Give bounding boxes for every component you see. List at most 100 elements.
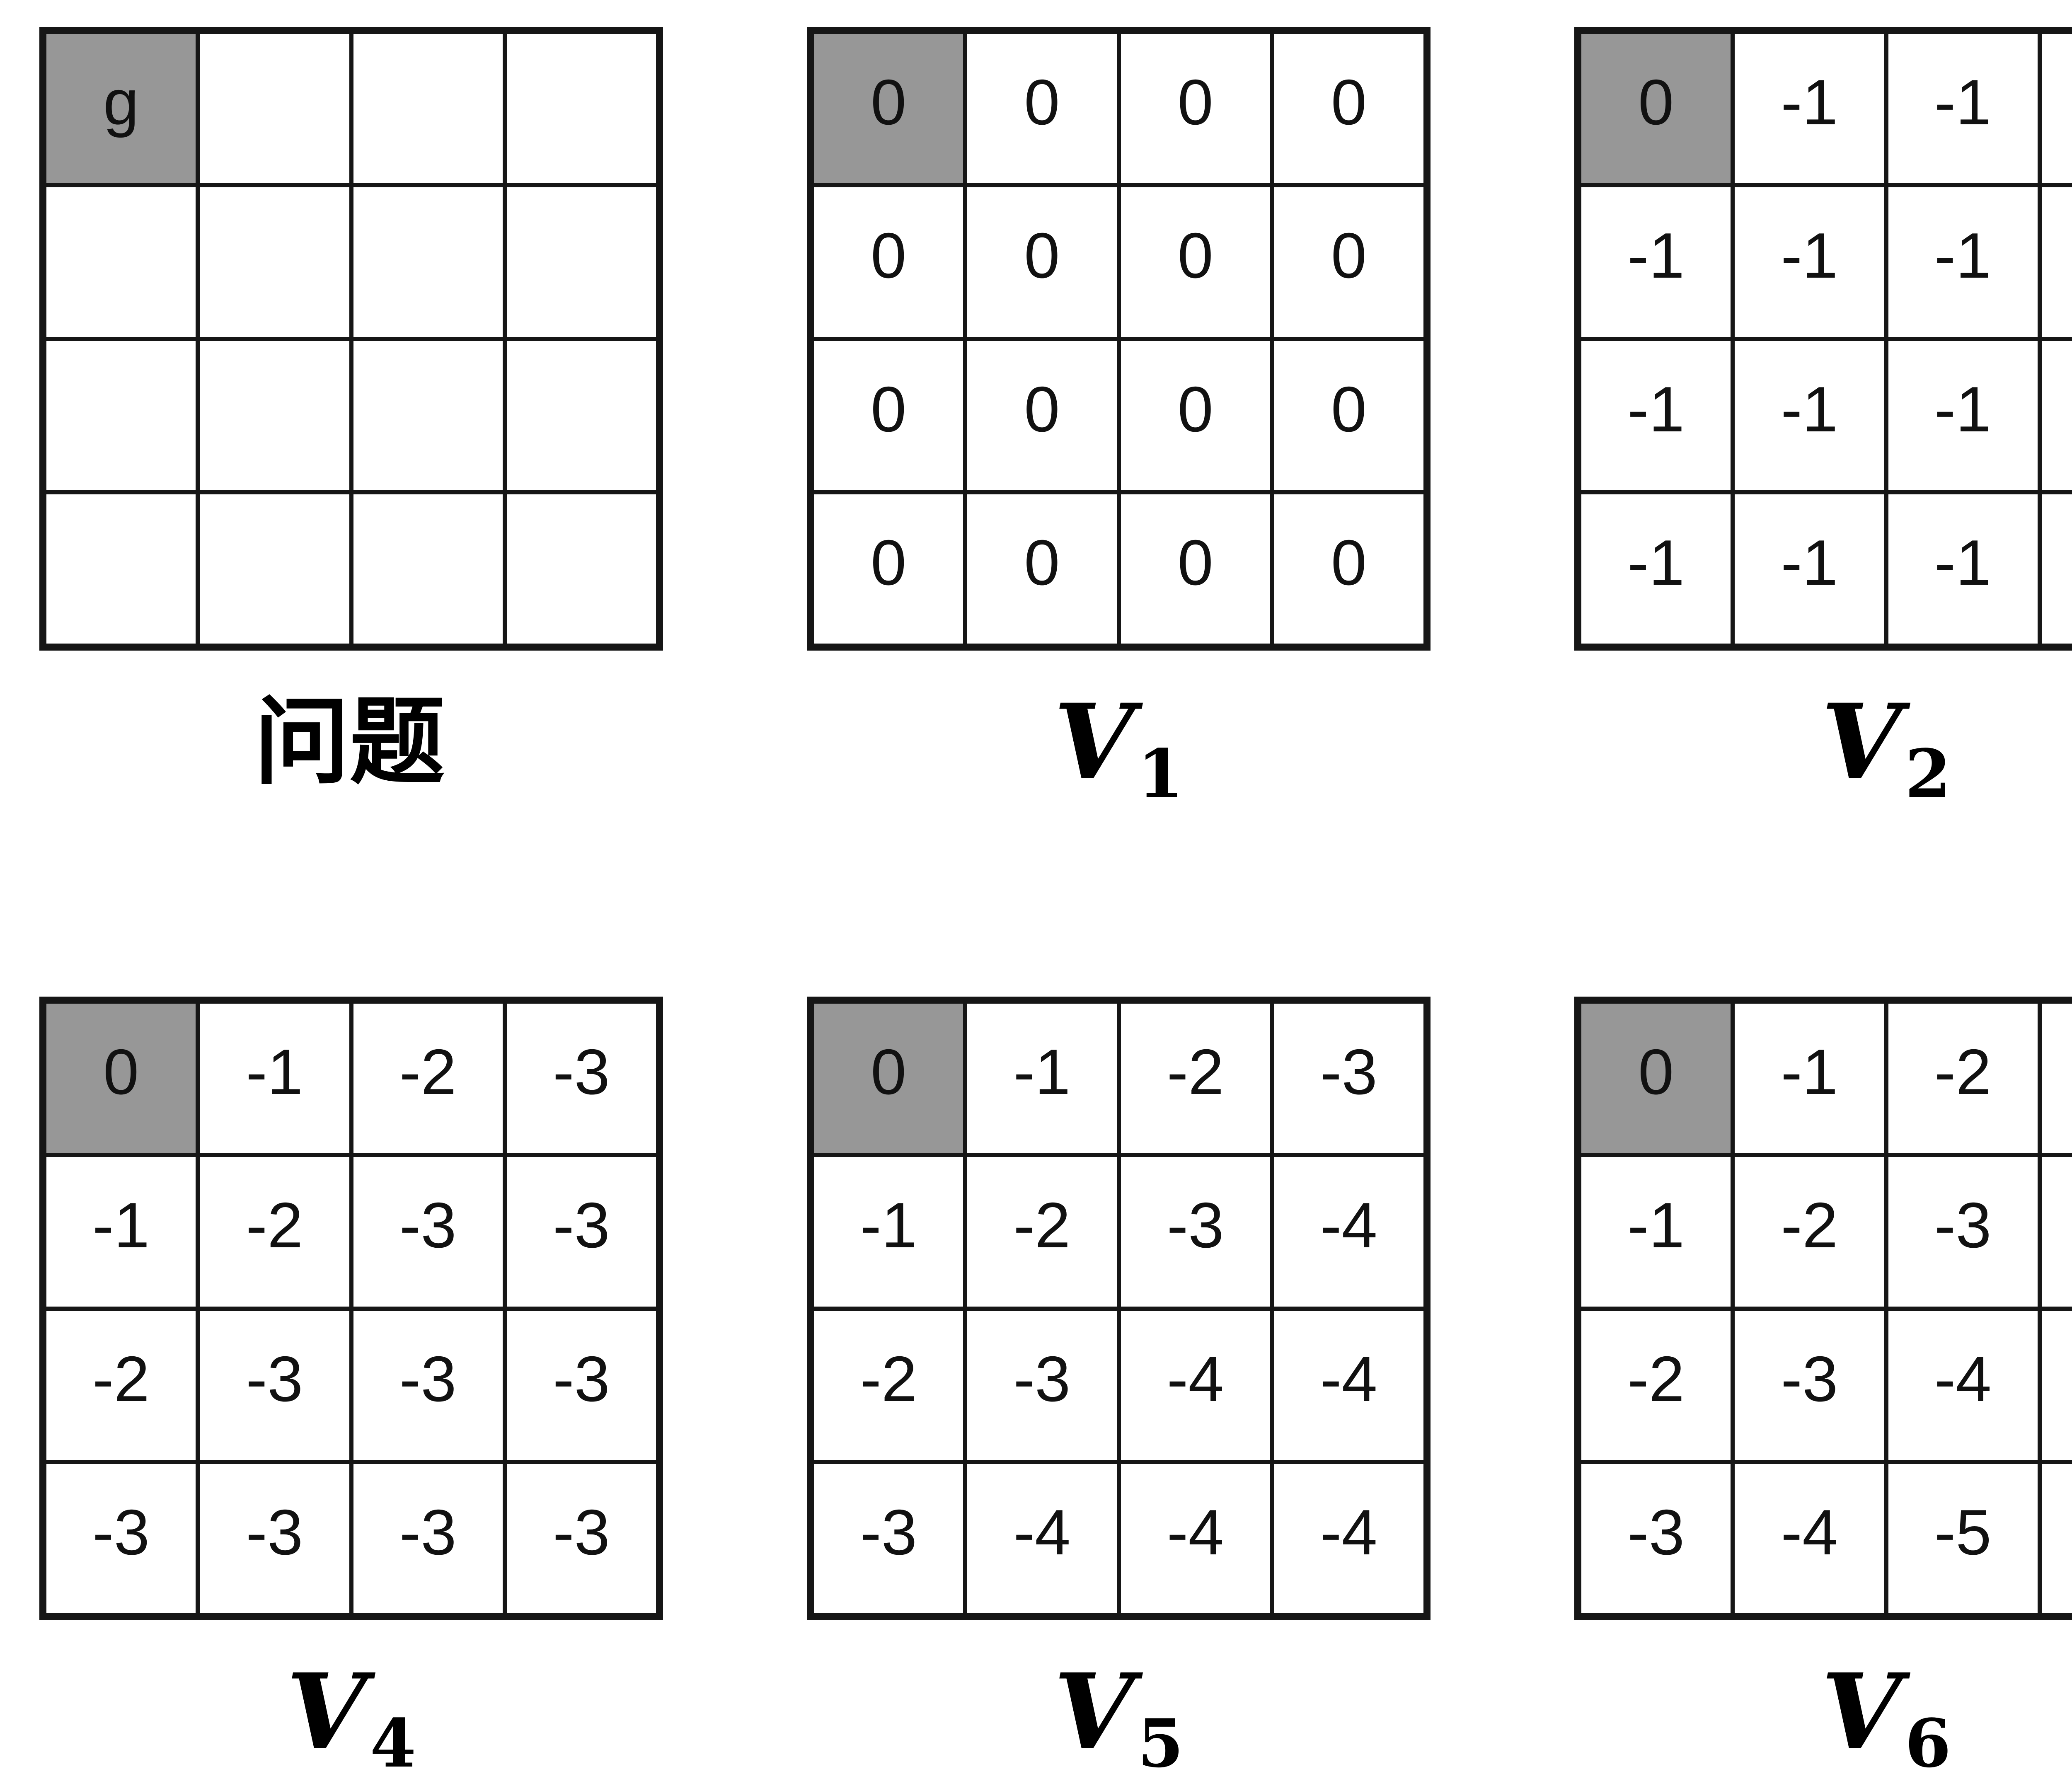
panel-problem: g 问题 (39, 27, 663, 791)
grid-cell: -4 (2039, 1155, 2072, 1309)
caption-subscript: 5 (1137, 1704, 1184, 1774)
grid-cell: -1 (1886, 492, 2040, 646)
grid-cell (198, 32, 351, 186)
grid-cell: -1 (198, 1002, 351, 1155)
grid-cell (504, 339, 658, 492)
grid-cell: -1 (965, 1002, 1119, 1155)
grid-cell: -4 (1272, 1308, 1426, 1462)
grid-cell: -3 (351, 1155, 505, 1309)
grid-cell: -3 (1579, 1462, 1733, 1615)
grid-cell: -1 (1579, 185, 1733, 339)
grid-cell: 0 (812, 185, 966, 339)
caption-v2: V2 (1821, 690, 1951, 813)
grid-cell: -3 (504, 1155, 658, 1309)
grid-v4: 0 -1 -2 -3 -1 -2 -3 -3 -2 -3 -3 -3 -3 -3… (39, 997, 663, 1620)
grid-cell: -3 (504, 1462, 658, 1615)
grid-cell: -1 (1733, 185, 1886, 339)
grid-cell: 0 (812, 339, 966, 492)
grid-cell: -4 (1272, 1462, 1426, 1615)
grid-cell: -5 (2039, 1462, 2072, 1615)
caption-v5: V5 (1054, 1660, 1184, 1774)
panel-v1: 0 0 0 0 0 0 0 0 0 0 0 0 0 0 0 0 V1 (807, 27, 1431, 813)
goal-cell: 0 (812, 1002, 966, 1155)
grid-cell: -2 (812, 1308, 966, 1462)
grid-cell: -3 (351, 1308, 505, 1462)
grid-cell: -3 (2039, 1002, 2072, 1155)
grid-cell: -1 (1579, 339, 1733, 492)
grid-cell: -4 (1118, 1308, 1272, 1462)
figure-row-2: 0 -1 -2 -3 -1 -2 -3 -3 -2 -3 -3 -3 -3 -3… (0, 791, 2072, 1774)
goal-cell: g (44, 32, 198, 186)
caption-subscript: 2 (1905, 734, 1951, 813)
grid-cell: -2 (965, 1155, 1119, 1309)
panel-v4: 0 -1 -2 -3 -1 -2 -3 -3 -2 -3 -3 -3 -3 -3… (39, 997, 663, 1774)
grid-cell (44, 185, 198, 339)
grid-cell: -3 (504, 1308, 658, 1462)
grid-cell: -1 (1579, 492, 1733, 646)
grid-cell: -4 (1118, 1462, 1272, 1615)
grid-cell (504, 32, 658, 186)
grid-cell: -5 (2039, 1308, 2072, 1462)
grid-cell (351, 492, 505, 646)
grid-cell (198, 185, 351, 339)
caption-v4: V4 (286, 1660, 416, 1774)
caption-text: V (286, 1651, 367, 1772)
grid-cell: -3 (1886, 1155, 2040, 1309)
grid-cell: -1 (1886, 339, 2040, 492)
grid-cell (351, 32, 505, 186)
grid-cell: -2 (1579, 1308, 1733, 1462)
panel-v2: 0 -1 -1 -1 -1 -1 -1 -1 -1 -1 -1 -1 -1 -1… (1574, 27, 2072, 813)
grid-cell: -2 (1118, 1002, 1272, 1155)
grid-cell: -2 (351, 1002, 505, 1155)
grid-cell: -1 (1886, 32, 2040, 186)
grid-cell: 0 (1118, 492, 1272, 646)
grid-cell: -1 (1733, 32, 1886, 186)
grid-cell: 0 (965, 492, 1119, 646)
grid-cell: -3 (351, 1462, 505, 1615)
grid-cell: -2 (1886, 1002, 2040, 1155)
grid-cell: -4 (1733, 1462, 1886, 1615)
grid-cell: -1 (1733, 492, 1886, 646)
grid-cell: -3 (812, 1462, 966, 1615)
caption-text: V (1053, 1651, 1134, 1772)
grid-cell (351, 339, 505, 492)
caption-v6: V6 (1821, 1660, 1951, 1774)
grid-cell: -3 (1272, 1002, 1426, 1155)
grid-cell (504, 492, 658, 646)
caption-subscript: 4 (370, 1704, 416, 1774)
grid-cell: -1 (2039, 185, 2072, 339)
grid-cell: -4 (965, 1462, 1119, 1615)
caption-text: V (1053, 681, 1134, 803)
grid-cell: -4 (1272, 1155, 1426, 1309)
grid-cell: 0 (812, 492, 966, 646)
grid-cell: -1 (812, 1155, 966, 1309)
grid-cell: -3 (44, 1462, 198, 1615)
grid-cell (198, 492, 351, 646)
grid-cell (504, 185, 658, 339)
grid-cell: -2 (198, 1155, 351, 1309)
grid-cell: 0 (1272, 32, 1426, 186)
grid-v6: 0 -1 -2 -3 -1 -2 -3 -4 -2 -3 -4 -5 -3 -4… (1574, 997, 2072, 1620)
panel-v5: 0 -1 -2 -3 -1 -2 -3 -4 -2 -3 -4 -4 -3 -4… (807, 997, 1431, 1774)
grid-cell (351, 185, 505, 339)
figure-row-1: g 问题 0 (0, 0, 2072, 813)
grid-cell: 0 (965, 185, 1119, 339)
grid-cell (44, 339, 198, 492)
grid-problem: g (39, 27, 663, 651)
goal-cell: 0 (812, 32, 966, 186)
grid-cell: -1 (1733, 1002, 1886, 1155)
caption-subscript: 6 (1905, 1704, 1951, 1774)
grid-cell: 0 (1272, 185, 1426, 339)
grid-cell: -3 (198, 1308, 351, 1462)
goal-cell: 0 (1579, 32, 1733, 186)
caption-text: V (1821, 681, 1902, 803)
grid-cell: -3 (965, 1308, 1119, 1462)
goal-cell: 0 (44, 1002, 198, 1155)
grid-cell: -1 (1733, 339, 1886, 492)
grid-cell: -1 (2039, 32, 2072, 186)
grid-cell: 0 (965, 339, 1119, 492)
grid-cell: -2 (44, 1308, 198, 1462)
grid-cell (198, 339, 351, 492)
caption-text: 问题 (254, 686, 445, 798)
